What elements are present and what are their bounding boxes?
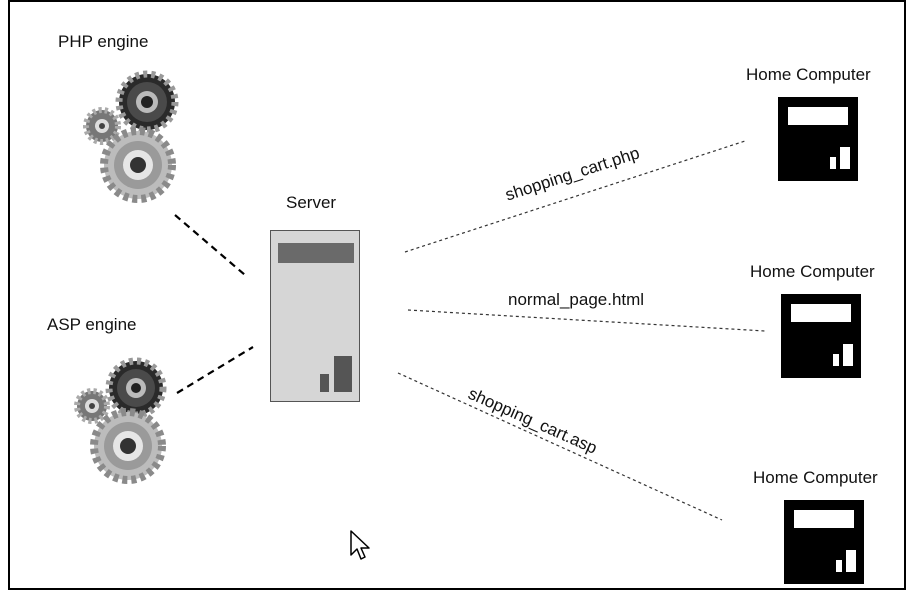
computer-screen [788,107,848,125]
computer-screen [791,304,851,322]
server-signal-bar-large [334,356,352,392]
home-computer-label-2: Home Computer [750,262,875,281]
computer-bar-small [833,354,839,366]
computer-screen [794,510,854,528]
gear-icon [90,408,166,484]
php-engine-label: PHP engine [58,32,149,51]
home-computer-label-3: Home Computer [753,468,878,487]
computer-icon [781,294,861,378]
gear-icon [100,127,176,203]
asp-engine-gears [70,350,170,495]
asp-engine-label: ASP engine [47,315,137,334]
mouse-cursor-icon [350,530,370,560]
gear-icon [83,107,121,145]
server-icon [270,230,360,402]
computer-bar-large [843,344,853,366]
home-computer-label-1: Home Computer [746,65,871,84]
server-label: Server [286,193,337,212]
server-status-bar [278,243,354,263]
computer-bar-small [836,560,842,572]
gear-icon [105,357,167,419]
gear-icon [74,388,110,424]
html-file-label: normal_page.html [508,290,645,309]
computer-icon [778,97,858,181]
gear-icon [115,70,179,134]
server-signal-bar-small [320,374,329,392]
computer-bar-large [846,550,856,572]
php-engine-gears [80,60,180,215]
computer-bar-small [830,157,836,169]
computer-bar-large [840,147,850,169]
computer-icon [784,500,864,584]
